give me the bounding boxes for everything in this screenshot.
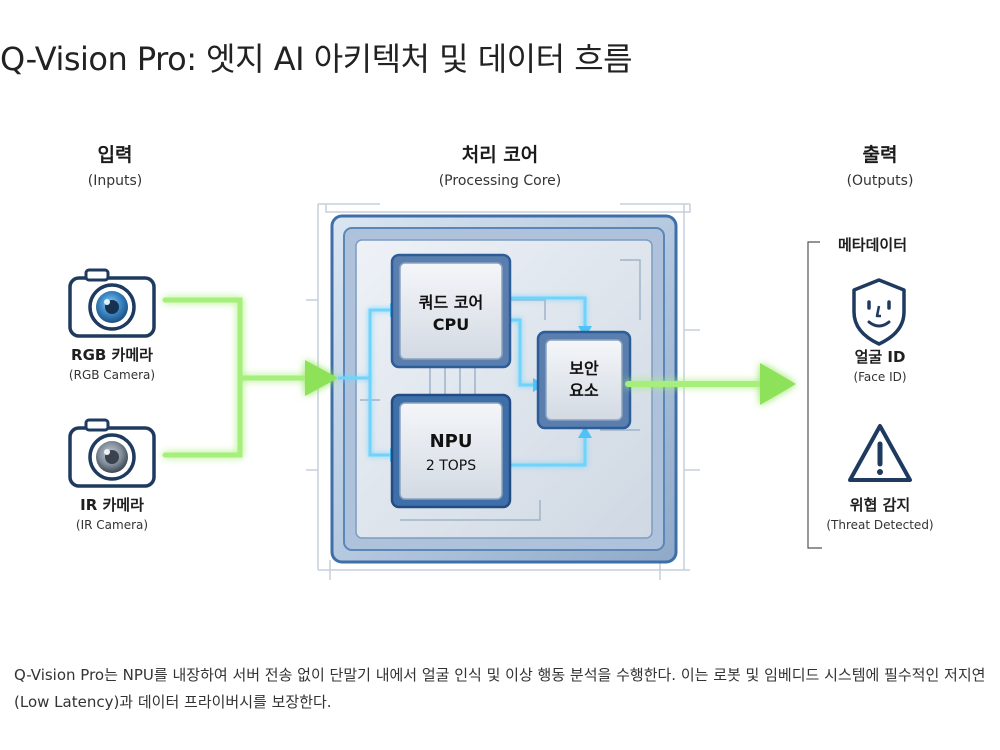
rgb-camera-label-en: (RGB Camera) bbox=[68, 368, 156, 382]
core-header: 처리 코어 (Processing Core) bbox=[400, 140, 600, 189]
npu-chip bbox=[390, 393, 512, 509]
caption-text: Q-Vision Pro는 NPU를 내장하여 서버 전송 없이 단말기 내에서… bbox=[14, 666, 986, 711]
outputs-header-ko: 출력 bbox=[862, 144, 898, 166]
metadata-label: 메타데이터 bbox=[838, 236, 908, 254]
threat-detected-label: 위협 감지 (Threat Detected) bbox=[800, 494, 960, 532]
npu-label-line2: 2 TOPS bbox=[425, 458, 477, 474]
secure-label-line1: 보안 bbox=[569, 359, 599, 378]
secure-element-label: 보안 요소 bbox=[546, 358, 622, 402]
inputs-header-ko: 입력 bbox=[97, 144, 133, 166]
ir-camera-label-ko: IR 카메라 bbox=[80, 496, 144, 514]
cpu-label-line2: CPU bbox=[432, 315, 470, 334]
core-header-en: (Processing Core) bbox=[438, 173, 562, 189]
inputs-header: 입력 (Inputs) bbox=[55, 140, 175, 189]
npu-label-line1: NPU bbox=[429, 431, 473, 452]
ir-camera-label: IR 카메라 (IR Camera) bbox=[42, 494, 182, 532]
rgb-camera-label-ko: RGB 카메라 bbox=[71, 346, 153, 364]
warning-triangle-icon bbox=[848, 424, 912, 482]
npu-label: NPU 2 TOPS bbox=[400, 430, 502, 478]
core-header-ko: 처리 코어 bbox=[461, 144, 539, 166]
cpu-label: 쿼드 코어 CPU bbox=[400, 292, 502, 336]
secure-label-line2: 요소 bbox=[569, 381, 599, 400]
cpu-label-line1: 쿼드 코어 bbox=[418, 293, 484, 312]
face-id-label: 얼굴 ID (Face ID) bbox=[800, 346, 960, 384]
page-title: Q-Vision Pro: 엣지 AI 아키텍처 및 데이터 흐름 bbox=[0, 40, 633, 78]
threat-detected-label-ko: 위협 감지 bbox=[849, 496, 911, 514]
internal-flow-lines bbox=[338, 296, 587, 467]
cpu-chip bbox=[390, 253, 512, 369]
metadata-bracket bbox=[807, 241, 822, 549]
face-id-label-en: (Face ID) bbox=[853, 370, 907, 384]
threat-detected-label-en: (Threat Detected) bbox=[826, 518, 934, 532]
rgb-camera-label: RGB 카메라 (RGB Camera) bbox=[42, 344, 182, 382]
inputs-header-en: (Inputs) bbox=[87, 173, 143, 189]
outputs-header: 출력 (Outputs) bbox=[820, 140, 940, 189]
outputs-header-en: (Outputs) bbox=[846, 173, 914, 189]
input-flow-lines bbox=[162, 297, 338, 458]
output-flow-line bbox=[625, 363, 796, 405]
secure-element-chip bbox=[536, 330, 632, 430]
ir-camera-label-en: (IR Camera) bbox=[75, 518, 149, 532]
ir-camera-icon bbox=[68, 418, 156, 488]
face-id-label-ko: 얼굴 ID bbox=[854, 348, 906, 366]
face-shield-icon bbox=[852, 278, 906, 346]
rgb-camera-icon bbox=[68, 268, 156, 338]
